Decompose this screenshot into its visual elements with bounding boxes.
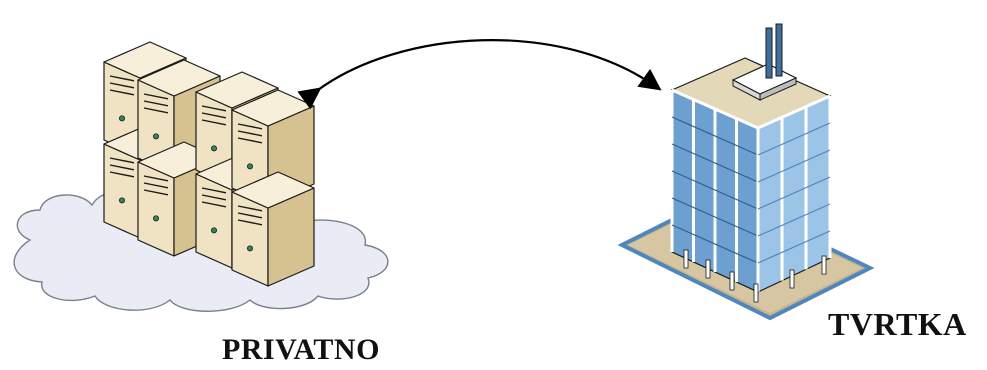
side-floor-line	[757, 122, 831, 156]
side-floor-line	[757, 203, 831, 237]
side-floor-line	[757, 176, 831, 210]
front-floor-line	[671, 143, 759, 183]
front-floor-line	[671, 116, 759, 156]
front-floor-line	[671, 170, 759, 210]
connection-arrow	[297, 39, 662, 110]
server-top	[231, 171, 315, 209]
server-led	[210, 145, 217, 152]
front-floor-line	[671, 197, 759, 237]
building-pillars	[683, 249, 827, 303]
server-cluster-icon	[103, 41, 315, 287]
building-frames	[670, 90, 832, 292]
office-building-icon	[617, 23, 875, 321]
server-led	[210, 227, 217, 234]
side-floor-line	[757, 149, 831, 183]
company-label: TVRTKA	[828, 306, 967, 342]
server-led	[119, 197, 126, 204]
server-led	[152, 215, 159, 222]
server-led	[246, 245, 253, 252]
side-floor-line	[757, 230, 831, 264]
server-led	[119, 115, 126, 122]
server-led	[152, 133, 159, 140]
server-top	[103, 41, 187, 79]
server-top	[195, 71, 279, 109]
private-label: PRIVATNO	[222, 333, 380, 366]
server-led	[246, 163, 253, 170]
server-icon	[231, 171, 315, 287]
front-floor-line	[671, 224, 759, 264]
server-top	[137, 59, 221, 97]
